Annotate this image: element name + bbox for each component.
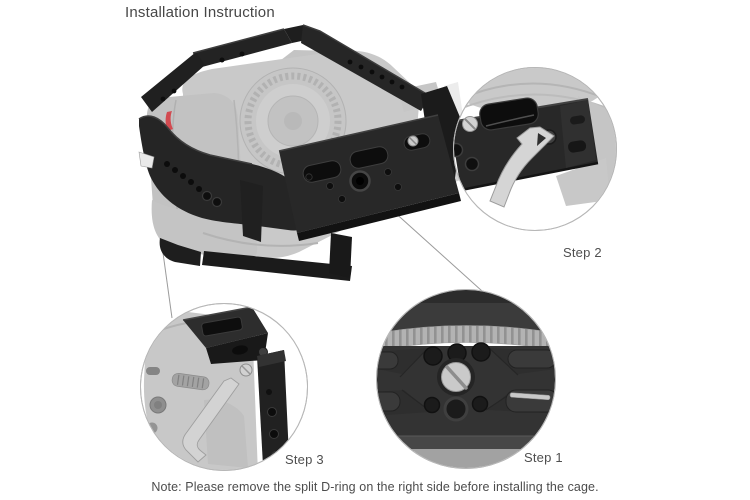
callout-step1-content bbox=[377, 290, 555, 468]
cage-frame bbox=[138, 24, 462, 281]
left-silver-notch bbox=[138, 151, 155, 169]
note-text: Note: Please remove the split D-ring on … bbox=[151, 480, 599, 494]
step-3-label: Step 3 bbox=[285, 452, 324, 467]
callout-step3-circle bbox=[140, 303, 308, 471]
step-1-label: Step 1 bbox=[524, 450, 563, 465]
page-title: Installation Instruction bbox=[125, 4, 275, 21]
callout-step3-content bbox=[143, 306, 290, 470]
callout-step1-circle bbox=[376, 289, 556, 469]
grip-red-stripe bbox=[165, 111, 173, 131]
wrench-tool bbox=[489, 126, 555, 208]
af-on-button bbox=[146, 367, 160, 375]
wrench-tool bbox=[182, 377, 240, 463]
callout-step2-content bbox=[454, 68, 616, 208]
step-2-label: Step 2 bbox=[563, 245, 602, 260]
ribbed-ring bbox=[377, 325, 555, 352]
silver-pin bbox=[509, 392, 551, 401]
thumb-dial bbox=[171, 372, 210, 391]
cage-bottom-plate bbox=[278, 114, 461, 241]
callout-step2-circle bbox=[453, 67, 617, 231]
cage-bottom-rail bbox=[159, 180, 352, 281]
cage-top-bar bbox=[141, 24, 431, 112]
cage-left-plate bbox=[138, 115, 309, 231]
